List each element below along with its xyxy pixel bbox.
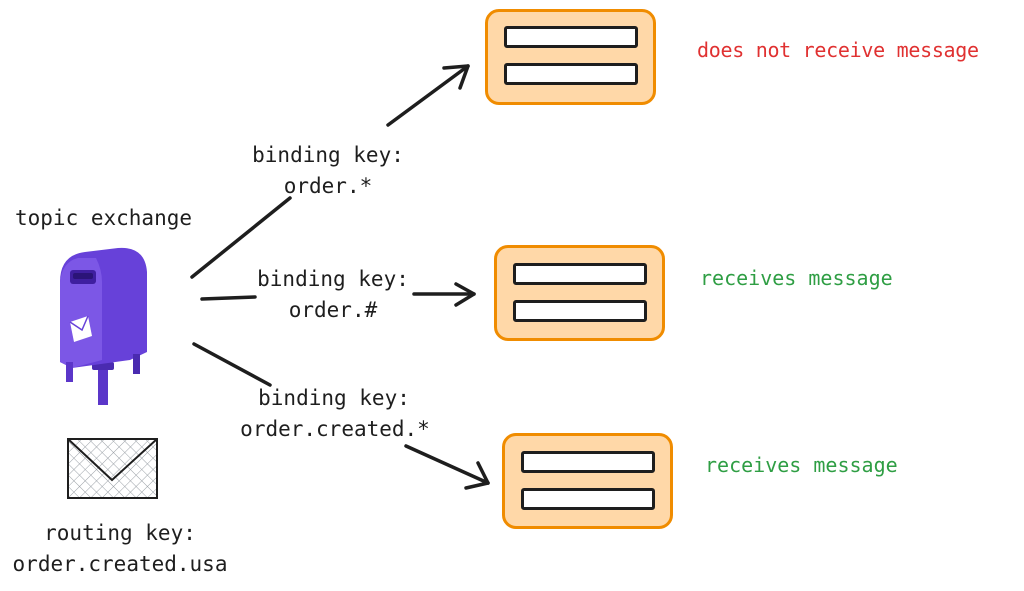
binding-label-3: binding key: <box>258 386 410 410</box>
binding-arrow-3 <box>192 342 490 490</box>
queue-3 <box>502 433 673 529</box>
binding-label-2: binding key: <box>257 267 409 291</box>
queue-1-slot-2 <box>504 63 638 85</box>
queue-3-slot-2 <box>521 488 655 510</box>
routing-key-label: routing key: <box>44 521 196 545</box>
binding-arrow-1 <box>190 64 470 279</box>
queue-2-slot-2 <box>513 300 647 322</box>
queue-1 <box>485 9 656 105</box>
queue-2-slot-1 <box>513 263 647 285</box>
binding-pattern-1: order.* <box>283 174 373 198</box>
queue-3-slot-1 <box>521 451 655 473</box>
queue-2 <box>494 245 665 341</box>
result-1: does not receive message <box>697 38 979 62</box>
exchange-title: topic exchange <box>15 206 193 230</box>
binding-label-1: binding key: <box>252 143 404 167</box>
queue-1-slot-1 <box>504 26 638 48</box>
mailbox-icon <box>60 247 147 405</box>
binding-arrow-2 <box>200 282 476 307</box>
binding-pattern-2: order.# <box>288 298 378 322</box>
binding-pattern-3: order.created.* <box>240 417 430 441</box>
envelope-icon <box>67 438 158 499</box>
routing-key-value: order.created.usa <box>12 552 228 576</box>
result-3: receives message <box>705 453 898 477</box>
result-2: receives message <box>700 266 893 290</box>
